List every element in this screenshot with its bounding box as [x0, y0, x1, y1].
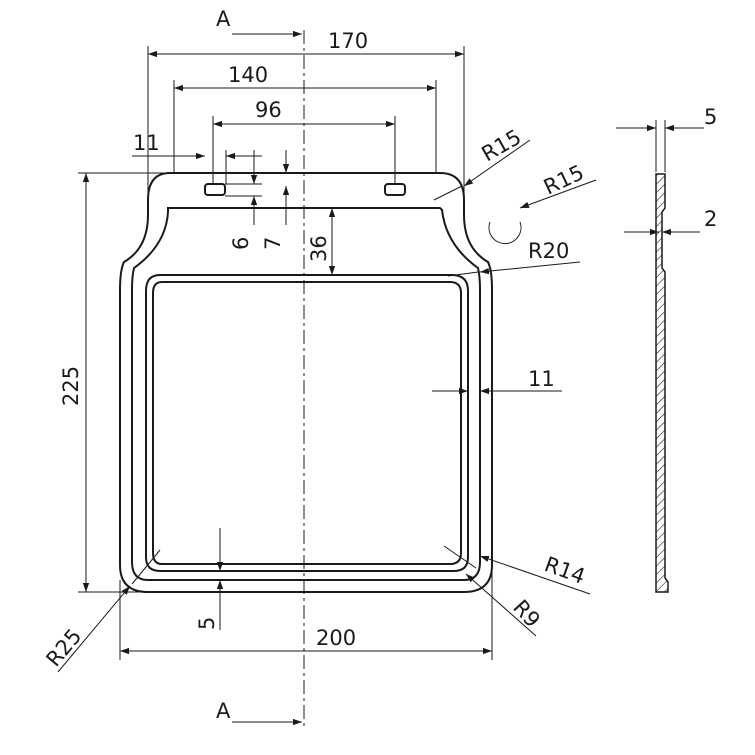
dim-r25: R25: [41, 549, 161, 673]
dim-6: 6: [225, 150, 262, 250]
section-marker-top: A: [216, 7, 302, 38]
dim-11-right: 11: [432, 367, 562, 395]
dim-200: 200: [119, 560, 493, 660]
dim-5-bottom: 5: [195, 528, 224, 630]
dim-96-label: 96: [255, 98, 282, 122]
rim-contour: [131, 207, 481, 581]
outer-contour: [119, 172, 493, 593]
dim-7-label: 7: [261, 237, 285, 250]
dim-r9-label: R9: [508, 595, 545, 632]
dim-section-5-label: 5: [704, 105, 717, 129]
dim-96: 96: [212, 98, 396, 183]
section-body: [655, 173, 669, 593]
dim-r25-label: R25: [41, 624, 86, 671]
slot-right: [384, 183, 406, 196]
dim-36: 36: [307, 208, 336, 275]
dim-r15-shoulder-label: R15: [540, 160, 588, 199]
dim-36-label: 36: [307, 235, 331, 262]
section-label-bottom: A: [216, 699, 231, 723]
dim-r9: R9: [465, 573, 545, 637]
window-inner: [152, 281, 462, 565]
shoulder-fillet-arc: [488, 221, 522, 244]
section-marker-bottom: A: [216, 699, 302, 726]
dim-11-top: 11: [132, 131, 262, 184]
dim-7: 7: [261, 150, 290, 250]
dim-r20-label: R20: [528, 239, 569, 263]
dim-200-label: 200: [316, 626, 356, 650]
dim-170-label: 170: [328, 29, 368, 53]
slot-left: [204, 183, 226, 196]
dim-5-bottom-label: 5: [195, 617, 219, 630]
dim-r14: R14: [443, 545, 591, 595]
dim-140-label: 140: [228, 63, 268, 87]
window-outer: [145, 274, 469, 572]
dim-11-top-label: 11: [133, 131, 160, 155]
dim-r15-top: R15: [433, 125, 531, 201]
dim-section-2-label: 2: [704, 207, 717, 231]
dim-r14-label: R14: [541, 552, 588, 589]
dim-r15-shoulder: R15: [519, 160, 597, 209]
dim-225-label: 225: [59, 366, 83, 406]
section-view: 5 2: [616, 105, 717, 593]
dim-225: 225: [59, 172, 168, 593]
section-label-top: A: [216, 7, 231, 31]
dim-r20: R20: [447, 239, 581, 277]
dim-11-right-label: 11: [528, 367, 555, 391]
dim-140: 140: [173, 63, 437, 174]
plate-outline: [119, 172, 522, 593]
dim-170: 170: [147, 29, 465, 196]
dim-6-label: 6: [229, 237, 253, 250]
